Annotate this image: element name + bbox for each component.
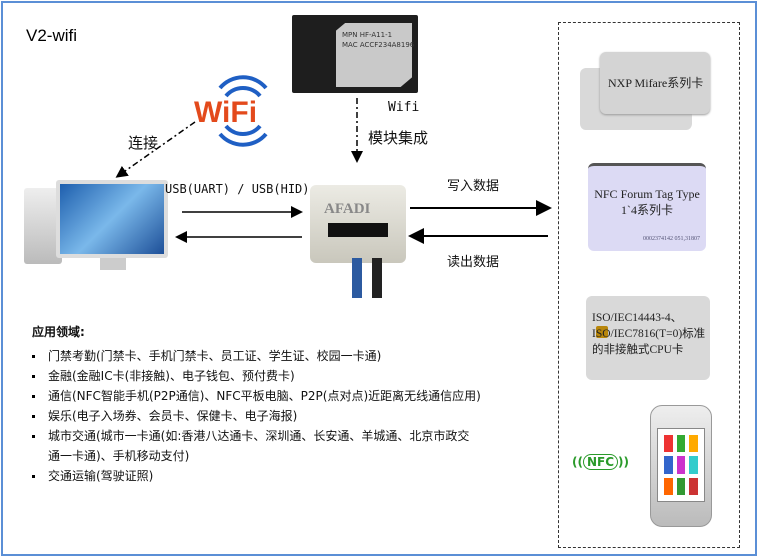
card-types-panel (558, 22, 740, 548)
application-item-continued: 通一卡通)、手机移动支付) (48, 449, 190, 463)
read-data-label: 读出数据 (447, 255, 500, 270)
nfc-forum-card-text: NFC Forum Tag Type 1`4系列卡 (594, 187, 700, 217)
application-item: 通信(NFC智能手机(P2P通信)、NFC平板电脑、P2P(点对点)近距离无线通… (32, 386, 481, 406)
wifi-logo-text: WiFi (194, 96, 257, 129)
nfc-phone-image (650, 405, 712, 527)
card-serial: 0002374142 051,31807 (643, 236, 700, 242)
diagram-title: V2-wifi (26, 26, 78, 45)
wifi-module-label: Wifi (388, 100, 420, 115)
usb-label: USB(UART) / USB(HID) (165, 182, 310, 196)
application-item: 交通运输(驾驶证照) (32, 466, 481, 486)
connect-label: 连接 (128, 134, 159, 152)
usb-cables (348, 258, 388, 298)
module-mac: MAC ACCF234A8196 (342, 41, 415, 49)
mifare-card-text: NXP Mifare系列卡 (608, 76, 704, 90)
application-item: 娱乐(电子入场券、会员卡、保健卡、电子海报) (32, 406, 481, 426)
wifi-logo-icon: WiFi (194, 75, 268, 147)
application-item: 金融(金融IC卡(非接触)、电子钱包、预付费卡) (32, 366, 481, 386)
nfc-forum-card: NFC Forum Tag Type 1`4系列卡 0002374142 051… (588, 163, 706, 251)
wifi-to-pc-arrow (115, 121, 196, 178)
application-item: 门禁考勤(门禁卡、手机门禁卡、员工证、学生证、校园一卡通) (32, 346, 481, 366)
computer-image (24, 180, 174, 272)
nfc-reader-image: AFADI (310, 185, 406, 263)
nfc-badge-text: NFC (582, 454, 619, 470)
cpu-card: ISO/IEC14443-4、ISO/IEC7816(T=0)标准的非接触式CP… (586, 296, 710, 380)
nfc-waves-icon: (( (572, 455, 583, 469)
application-item: 城市交通(城市一卡通(如:香港八达通卡、深圳通、长安通、羊城通、北京市政交 (32, 426, 481, 446)
applications-heading: 应用领域: (32, 325, 85, 339)
wifi-module-image: MPN HF-A11-1 MAC ACCF234A8196 (292, 15, 418, 93)
reader-brand: AFADI (324, 201, 371, 217)
write-data-label: 写入数据 (447, 179, 500, 194)
module-integration-label: 模块集成 (368, 129, 429, 147)
applications-section: 应用领域: 门禁考勤(门禁卡、手机门禁卡、员工证、学生证、校园一卡通) 金融(金… (32, 322, 481, 486)
cpu-card-text: ISO/IEC14443-4、ISO/IEC7816(T=0)标准的非接触式CP… (592, 312, 706, 356)
chip-icon (596, 326, 608, 338)
nfc-badge: ((NFC)) (572, 454, 629, 470)
module-mpn: MPN HF-A11-1 (342, 31, 393, 39)
mifare-card: NXP Mifare系列卡 (600, 52, 710, 114)
